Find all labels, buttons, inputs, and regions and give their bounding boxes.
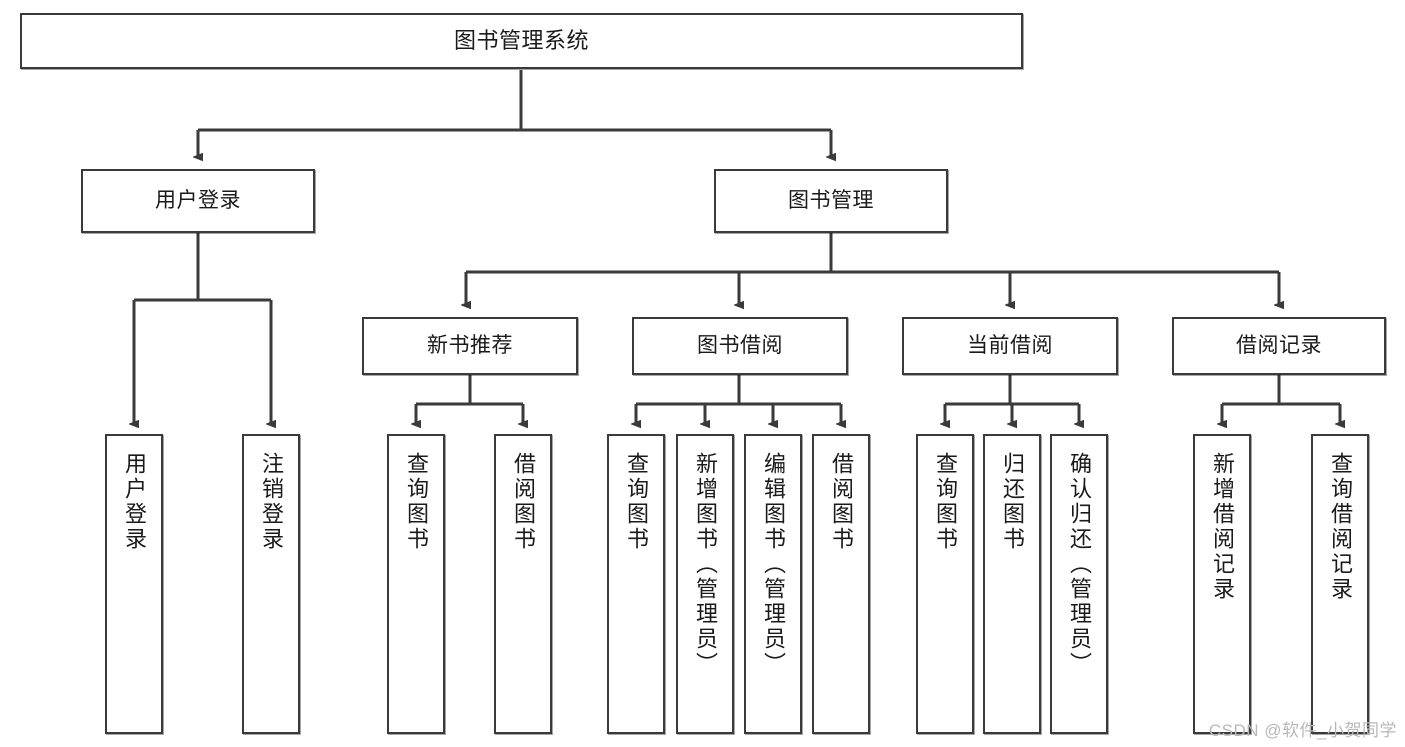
leaf-confirm-return-admin[interactable]: 确认归还（管理员）	[1050, 434, 1108, 734]
node-label: 当前借阅	[967, 334, 1053, 358]
node-label: 新增借阅记录	[1210, 452, 1235, 602]
leaf-borrow-book[interactable]: 借阅图书	[812, 434, 870, 734]
node-new-book-recommend[interactable]: 新书推荐	[362, 317, 578, 375]
node-book-borrow[interactable]: 图书借阅	[632, 317, 848, 375]
leaf-query-borrow-record[interactable]: 查询借阅记录	[1311, 434, 1369, 734]
node-user-login[interactable]: 用户登录	[81, 169, 315, 233]
node-label: 注销登录	[259, 452, 284, 552]
node-label: 图书管理	[788, 189, 874, 213]
node-label: 归还图书	[1000, 452, 1025, 552]
watermark-csdn: CSDN @软件_小贺同学	[1208, 721, 1397, 740]
leaf-borrow-book-recommend[interactable]: 借阅图书	[494, 434, 552, 734]
leaf-query-book-borrow[interactable]: 查询图书	[607, 434, 665, 734]
leaf-query-book-current[interactable]: 查询图书	[916, 434, 974, 734]
node-borrow-record[interactable]: 借阅记录	[1172, 317, 1386, 375]
node-root-system[interactable]: 图书管理系统	[20, 13, 1023, 69]
leaf-edit-book-admin[interactable]: 编辑图书（管理员）	[744, 434, 802, 734]
node-label: 用户登录	[122, 452, 147, 552]
node-label: 图书管理系统	[453, 27, 589, 53]
leaf-query-book-recommend[interactable]: 查询图书	[387, 434, 445, 734]
node-label: 编辑图书（管理员）	[761, 452, 786, 677]
node-label: 借阅图书	[829, 452, 854, 552]
node-label: 新增图书（管理员）	[693, 452, 718, 677]
leaf-add-book-admin[interactable]: 新增图书（管理员）	[676, 434, 734, 734]
node-label: 查询图书	[624, 452, 649, 552]
leaf-user-login[interactable]: 用户登录	[105, 434, 163, 734]
leaf-add-borrow-record[interactable]: 新增借阅记录	[1193, 434, 1251, 734]
leaf-logout[interactable]: 注销登录	[242, 434, 300, 734]
node-label: 借阅图书	[511, 452, 536, 552]
node-label: 借阅记录	[1236, 334, 1322, 358]
node-label: 查询图书	[933, 452, 958, 552]
node-label: 确认归还（管理员）	[1067, 452, 1092, 677]
node-book-management[interactable]: 图书管理	[714, 169, 948, 233]
node-label: 图书借阅	[697, 334, 783, 358]
node-label: 查询图书	[404, 452, 429, 552]
node-label: 用户登录	[155, 189, 241, 213]
leaf-return-book[interactable]: 归还图书	[983, 434, 1041, 734]
node-label: 新书推荐	[427, 334, 513, 358]
node-label: 查询借阅记录	[1328, 452, 1353, 602]
node-current-borrow[interactable]: 当前借阅	[902, 317, 1118, 375]
